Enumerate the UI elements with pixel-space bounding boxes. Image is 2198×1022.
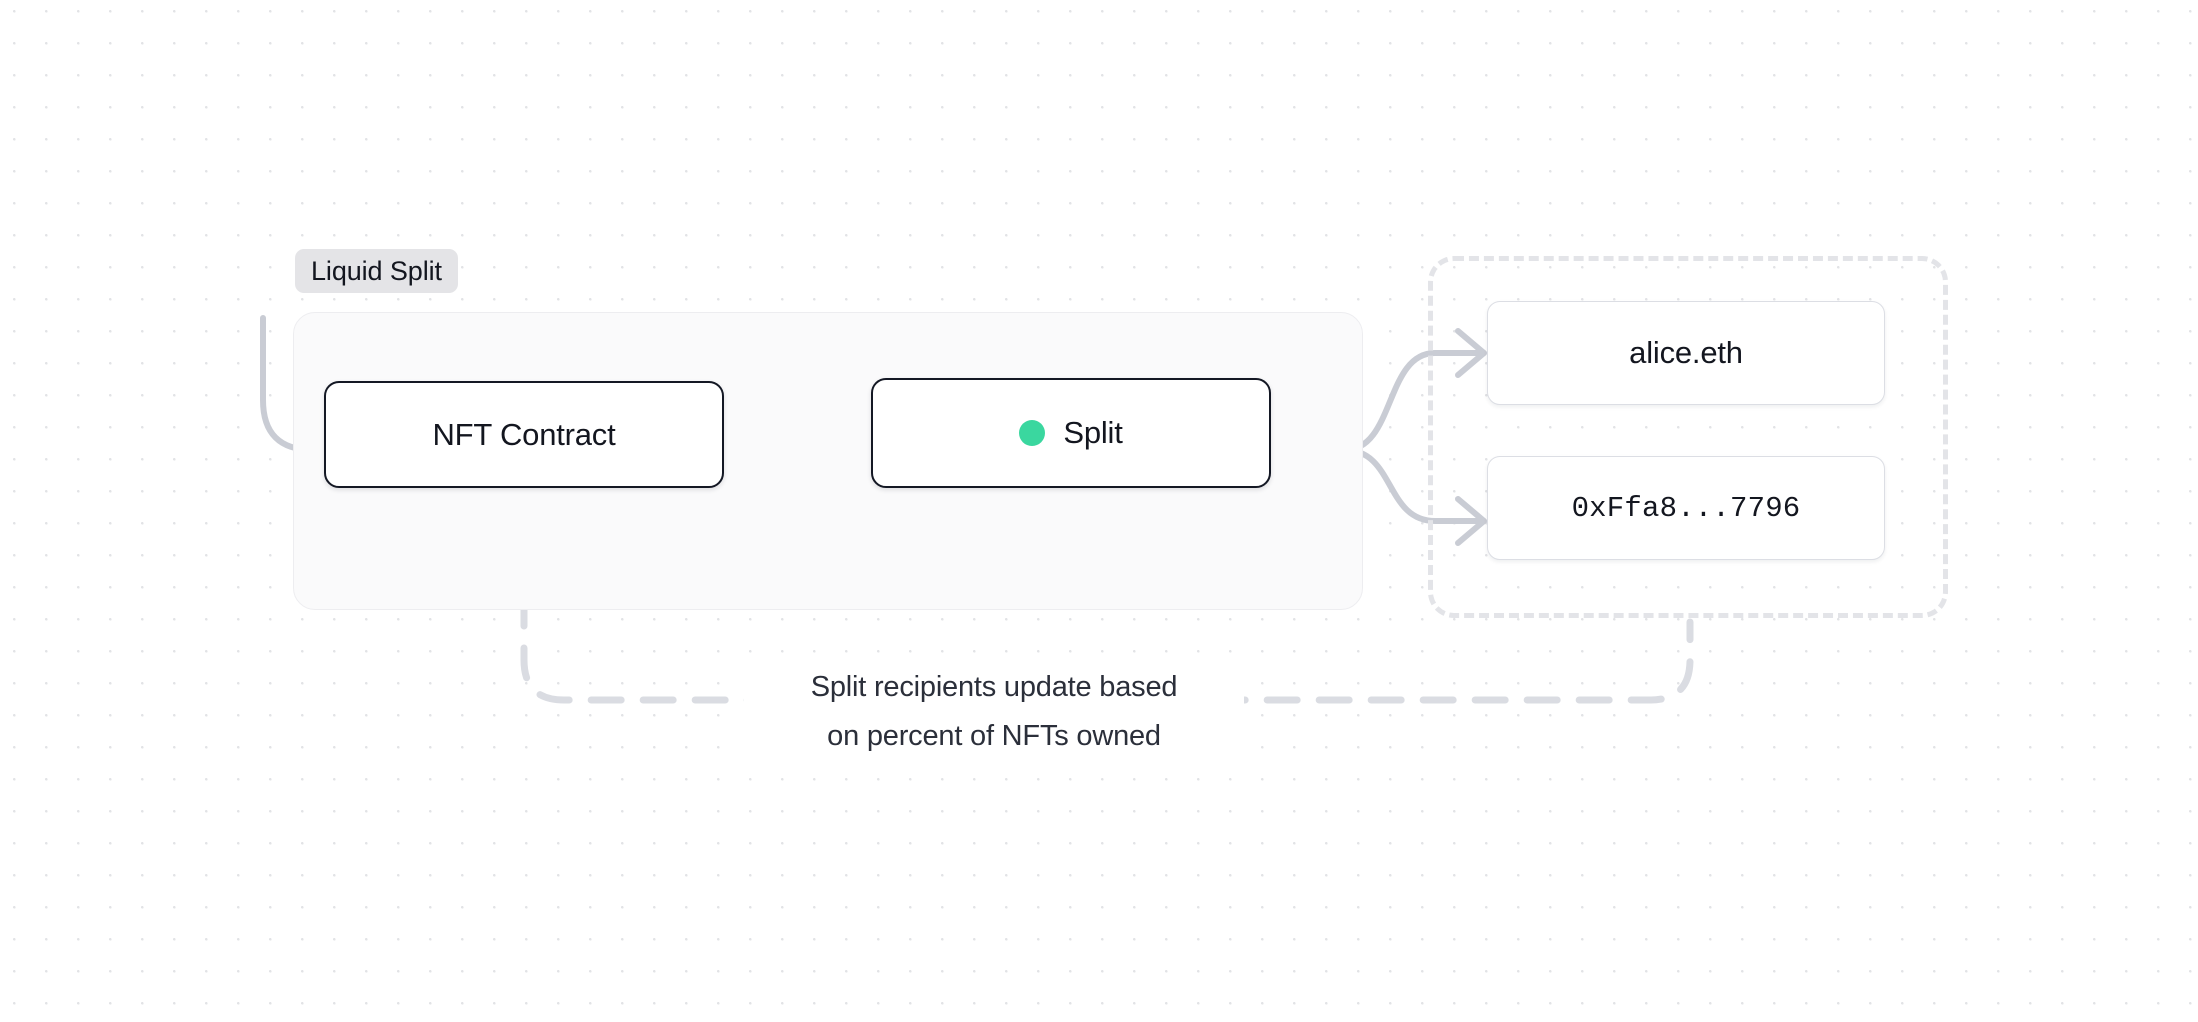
node-split[interactable]: Split — [871, 378, 1271, 488]
node-nft-contract[interactable]: NFT Contract — [324, 381, 724, 488]
recipients-dashed-container[interactable] — [1428, 256, 1948, 618]
feedback-caption-line-2: on percent of NFTs owned — [827, 720, 1161, 752]
node-split-label: Split — [1063, 415, 1123, 450]
recipient-alice-label: alice.eth — [1629, 335, 1743, 370]
recipient-address-label: 0xFfa8...7796 — [1571, 491, 1801, 525]
feedback-caption: Split recipients update based on percent… — [744, 659, 1244, 765]
node-nft-contract-label: NFT Contract — [432, 416, 616, 452]
node-recipient-alice[interactable]: alice.eth — [1487, 301, 1885, 405]
group-badge-liquid-split[interactable]: Liquid Split — [295, 249, 458, 293]
status-dot-icon — [1019, 420, 1046, 446]
node-recipient-address[interactable]: 0xFfa8...7796 — [1487, 456, 1885, 560]
feedback-caption-line-1: Split recipients update based — [810, 671, 1178, 703]
